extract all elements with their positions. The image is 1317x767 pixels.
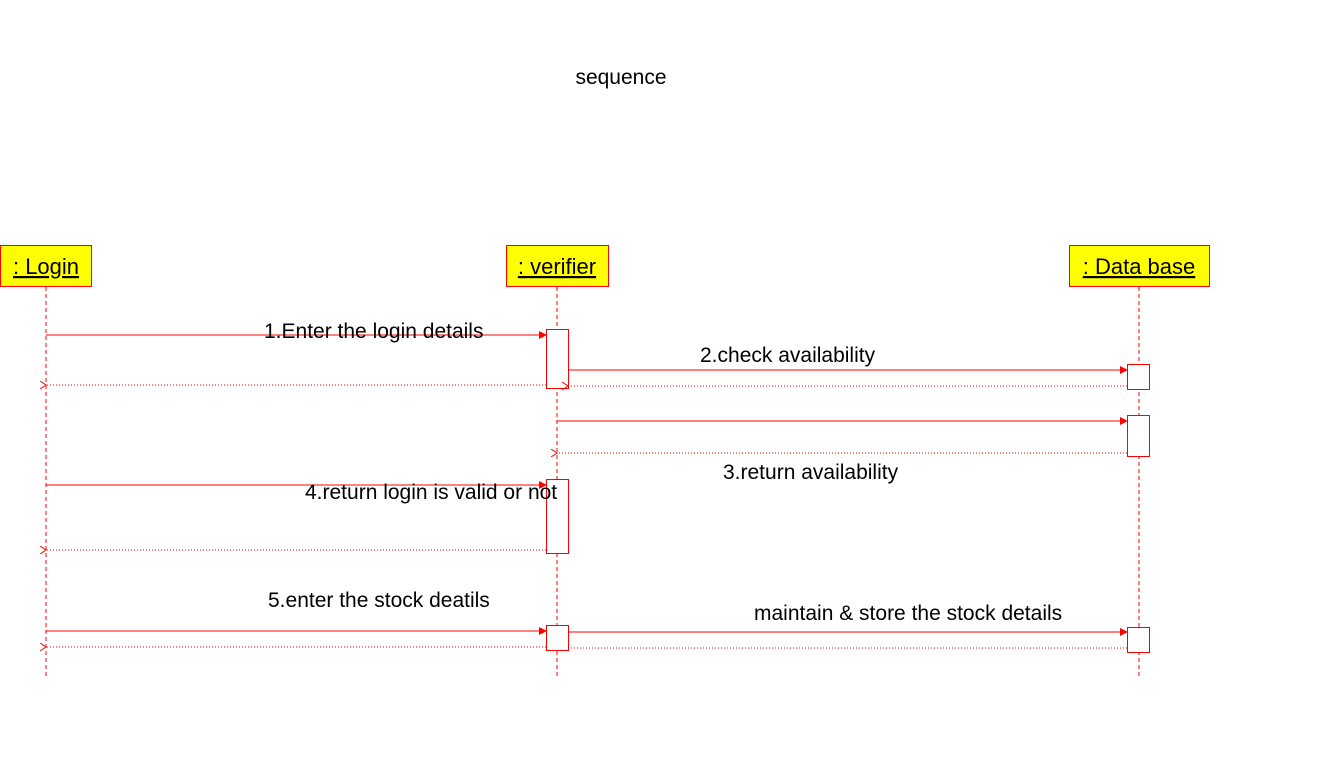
- message-label-6: maintain & store the stock details: [754, 602, 1062, 625]
- diagram-title: sequence: [575, 66, 666, 89]
- actor-verifier-label: : verifier: [518, 254, 596, 279]
- activation-verifier-1: [546, 329, 569, 389]
- activation-verifier-2: [546, 479, 569, 554]
- message-label-3: 3.return availability: [723, 461, 899, 484]
- actor-login-label: : Login: [13, 254, 79, 279]
- message-label-2: 2.check availability: [700, 344, 876, 367]
- message-label-1: 1.Enter the login details: [264, 320, 483, 343]
- activation-verifier-3: [546, 625, 569, 651]
- actor-database[interactable]: : Data base: [1069, 245, 1210, 287]
- activation-database-2: [1127, 415, 1150, 457]
- actor-database-label: : Data base: [1083, 254, 1196, 279]
- message-label-5: 5.enter the stock deatils: [268, 589, 490, 612]
- message-label-4: 4.return login is valid or not: [305, 481, 557, 504]
- actor-verifier[interactable]: : verifier: [506, 245, 609, 287]
- activation-database-3: [1127, 627, 1150, 653]
- actor-login[interactable]: : Login: [0, 245, 92, 287]
- activation-database-1: [1127, 364, 1150, 390]
